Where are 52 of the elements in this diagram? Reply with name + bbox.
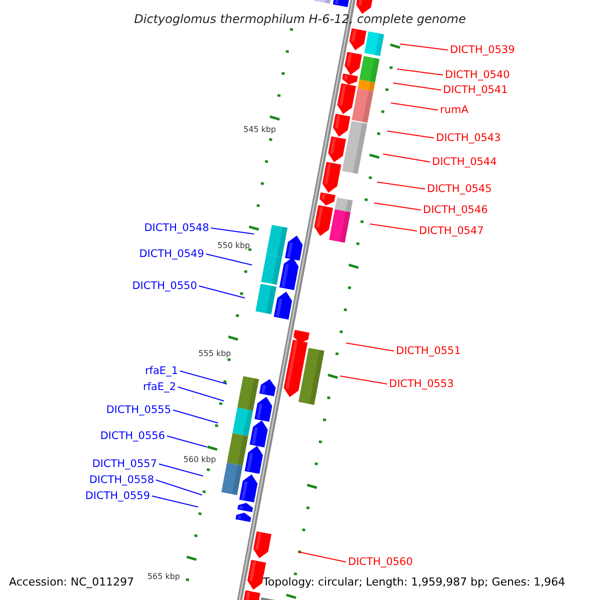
gene-label: DICTH_0559 xyxy=(85,490,150,502)
leader-line xyxy=(386,130,434,138)
accession-text: Accession: NC_011297 xyxy=(9,576,134,588)
gene-label: DICTH_0545 xyxy=(427,184,492,194)
leader-line xyxy=(156,480,202,496)
leader-line xyxy=(172,410,218,424)
leader-line xyxy=(298,552,346,562)
scale-label: 565 kbp xyxy=(147,573,180,581)
leader-line xyxy=(166,436,208,448)
leader-line xyxy=(392,82,442,90)
gene-label: DICTH_0555 xyxy=(106,404,171,416)
gene-label: DICTH_0551 xyxy=(396,346,461,356)
leader-line xyxy=(206,254,252,266)
leader-line xyxy=(374,202,422,210)
gene-label: DICTH_0547 xyxy=(419,226,484,236)
leader-line xyxy=(382,154,430,162)
leader-line xyxy=(390,102,438,110)
leader-line xyxy=(370,224,418,232)
gene-label: DICTH_0558 xyxy=(89,474,154,486)
leader-line xyxy=(340,376,388,384)
gene-label: DICTH_0540 xyxy=(445,70,510,80)
gene-label: DICTH_0549 xyxy=(139,248,204,260)
genome-info-text: Topology: circular; Length: 1,959,987 bp; Genes: 1,964 xyxy=(263,576,566,588)
gene-label: rumA xyxy=(440,104,468,116)
gene-label: DICTH_0557 xyxy=(92,458,157,470)
gene-label: DICTH_0553 xyxy=(389,378,454,390)
gene-label: rfaE_1 xyxy=(144,366,178,376)
gene-label: DICTH_0539 xyxy=(450,44,515,56)
gene-label: DICTH_0556 xyxy=(100,430,165,442)
leader-line xyxy=(346,342,394,352)
scale-label: 550 kbp xyxy=(217,242,250,250)
leader-line xyxy=(178,386,224,402)
gene-label: DICTH_0544 xyxy=(432,156,497,168)
gene-label: rfaE_2 xyxy=(142,382,176,392)
scale-label: 560 kbp xyxy=(183,456,216,464)
leader-line xyxy=(376,182,426,190)
leader-line xyxy=(210,228,254,234)
gene-label: DICTH_0546 xyxy=(423,204,488,216)
leader-line xyxy=(152,496,198,508)
gene-label: DICTH_0541 xyxy=(443,84,508,96)
gene-label: DICTH_0548 xyxy=(144,222,209,234)
gene-label: DICTH_0560 xyxy=(348,556,413,568)
leader-line xyxy=(396,68,444,76)
scale-label: 555 kbp xyxy=(198,350,231,358)
gene-label: DICTH_0543 xyxy=(436,132,501,144)
map-title: Dictyoglomus thermophilum H-6-12, complete genome xyxy=(133,13,467,25)
scale-label: 545 kbp xyxy=(243,126,276,134)
leader-line xyxy=(400,44,448,50)
gene-label: DICTH_0550 xyxy=(132,280,197,292)
leader-line xyxy=(180,370,228,384)
leader-line xyxy=(198,286,246,298)
leader-line xyxy=(158,464,204,476)
